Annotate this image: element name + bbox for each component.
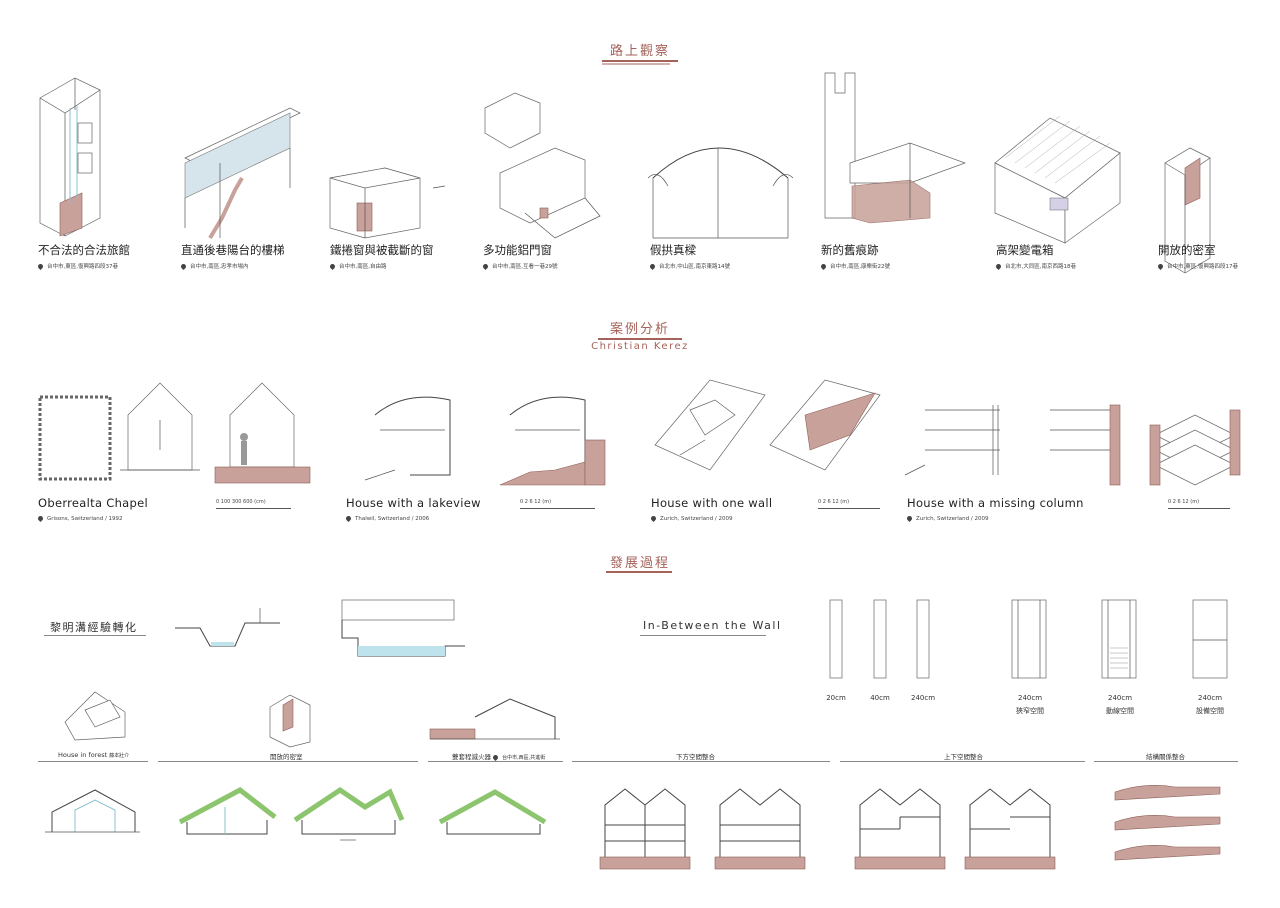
section-drawings (45, 785, 1221, 870)
scale-label: 0 2 6 12 (m) (520, 499, 552, 505)
observation-title: 高架變電箱 (996, 243, 1054, 257)
caption: 下方空間整合 (676, 753, 715, 761)
caption: 開放的密室 (270, 753, 303, 761)
case-location: Thalwil, Switzerland / 2006 (344, 514, 429, 523)
caption-rule (428, 761, 563, 762)
caption-rule (572, 761, 830, 762)
case-title: Oberrealta Chapel (38, 496, 148, 510)
section-title-observation: 路上觀察 (609, 44, 670, 59)
concept-drawings (64, 691, 560, 748)
wall-width: 240cm (910, 694, 936, 702)
case-drawings (38, 379, 1241, 486)
caption: House in forest 藤本壯介 (58, 751, 130, 759)
observation-title: 不合法的合法旅館 (38, 243, 130, 257)
location-pin-icon (36, 514, 45, 523)
observation-title: 新的舊痕跡 (821, 243, 879, 257)
location-pin-icon (994, 262, 1003, 271)
section-title-case: 案例分析 (609, 322, 670, 337)
section-underline (598, 338, 682, 340)
observation-drawings (39, 72, 1211, 274)
observation-location: 台北市,中山區,南京東路14號 (648, 262, 730, 271)
scale-label: 0 2 6 12 (m) (1168, 499, 1200, 505)
section-title-development: 發展過程 (609, 556, 670, 571)
observation-location: 台中市,東區,復興路四段17巷 (1156, 262, 1238, 271)
observation-location: 台中市,南區,康樂街22號 (819, 262, 890, 271)
heading-rule (44, 635, 146, 636)
case-title: House with a missing column (907, 496, 1084, 510)
location-pin-icon (492, 753, 500, 761)
case-title: House with one wall (651, 496, 773, 510)
scale-rule (520, 508, 595, 509)
ditch-drawings (175, 599, 465, 657)
scale-rule (1168, 508, 1230, 509)
location-pin-icon (905, 514, 914, 523)
location-pin-icon (481, 262, 490, 271)
observation-location: 台中市,南區,忠孝市場內 (179, 262, 249, 271)
observation-title: 鐵捲窗與被截斷的窗 (330, 243, 434, 257)
heading-rule (640, 635, 766, 636)
observation-location: 台中市,東區,復興路四段37巷 (36, 262, 118, 271)
observation-location: 台中市,南區,互看一巷29號 (481, 262, 558, 271)
location-pin-icon (36, 262, 45, 271)
section-underline (602, 60, 678, 62)
case-title: House with a lakeview (346, 496, 481, 510)
caption-rule (158, 761, 418, 762)
space-label: 狹窄空間 (1016, 707, 1044, 715)
location-pin-icon (819, 262, 828, 271)
observation-title: 直通後巷陽台的樓梯 (181, 243, 285, 257)
space-width: 240cm (1197, 694, 1223, 702)
scale-label: 0 100 300 600 (cm) (216, 499, 266, 505)
space-label: 動線空間 (1106, 707, 1134, 715)
location-pin-icon (649, 514, 658, 523)
caption-rule (38, 761, 148, 762)
scale-bar (602, 63, 670, 65)
case-location: Zurich, Switzerland / 2009 (649, 514, 732, 523)
space-label: 設備空間 (1196, 707, 1224, 715)
location-pin-icon (179, 262, 188, 271)
observation-title: 多功能鋁門窗 (483, 243, 552, 257)
caption-rule (840, 761, 1085, 762)
scale-rule (818, 508, 880, 509)
section-subtitle: Christian Kerez (591, 341, 689, 352)
scale-rule (216, 508, 291, 509)
wall-width: 20cm (826, 694, 846, 702)
caption: 上下空間整合 (944, 753, 983, 761)
case-location: Zurich, Switzerland / 2009 (905, 514, 988, 523)
location-pin-icon (344, 514, 353, 523)
caption-rule (1094, 761, 1238, 762)
observation-title: 開放的密室 (1158, 243, 1216, 257)
observation-location: 台中市,南區,自由路 (328, 262, 387, 271)
wall-width: 40cm (870, 694, 890, 702)
observation-title: 假拱真樑 (650, 243, 696, 257)
space-width: 240cm (1017, 694, 1043, 702)
location-pin-icon (1156, 262, 1165, 271)
space-width: 240cm (1107, 694, 1133, 702)
scale-label: 0 2 6 12 (m) (818, 499, 850, 505)
case-location: Grisons, Switzerland / 1992 (36, 514, 123, 523)
location-pin-icon (328, 262, 337, 271)
caption: 結構關係整合 (1146, 753, 1185, 761)
caption: 雙套程滅火器 台中市,西區,共進街 (452, 753, 546, 761)
section-underline (606, 571, 672, 573)
dev-heading-left: 黎明溝經驗轉化 (50, 621, 138, 634)
dev-heading-right: In-Between the Wall (643, 619, 782, 632)
observation-location: 台北市,大同區,南京西路18巷 (994, 262, 1076, 271)
location-pin-icon (648, 262, 657, 271)
wall-drawings (829, 599, 1228, 679)
